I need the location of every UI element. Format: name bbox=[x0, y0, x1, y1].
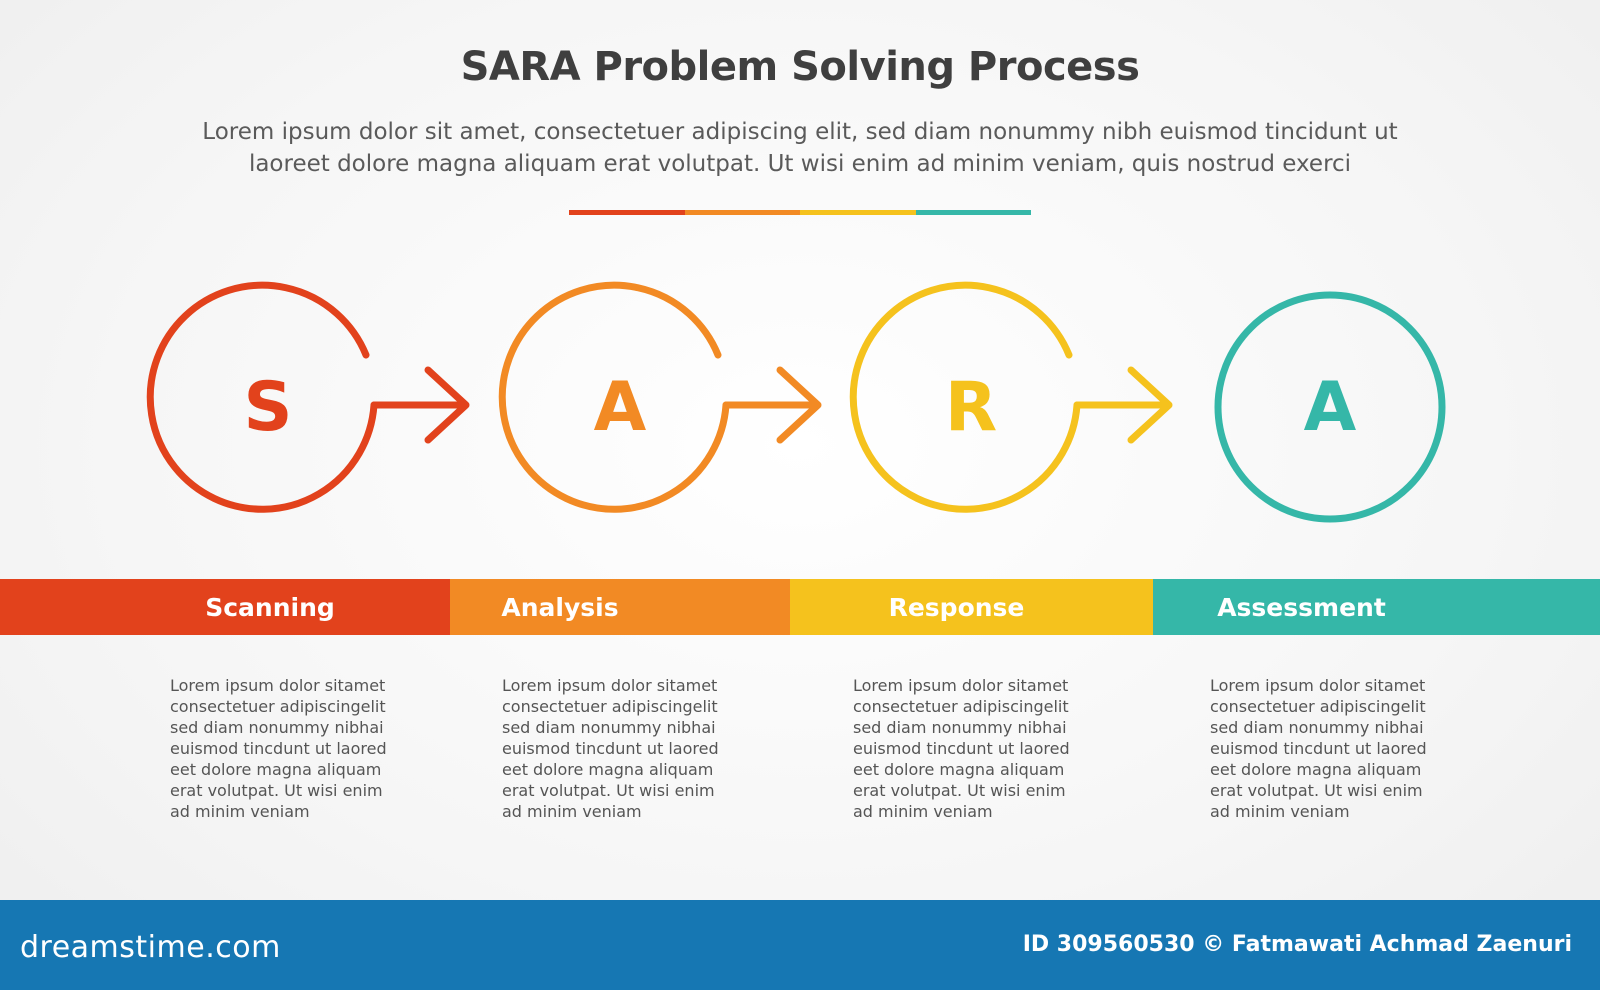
desc-line: consectetuer adipiscingelit bbox=[853, 697, 1069, 716]
band-label-scanning: Scanning bbox=[205, 592, 335, 622]
desc-line: ad minim veniam bbox=[853, 802, 993, 821]
desc-line: consectetuer adipiscingelit bbox=[1210, 697, 1426, 716]
step-2-circle bbox=[498, 281, 730, 513]
footer-logo: dreamstime.com bbox=[20, 930, 281, 965]
sara-cycle-diagram: S A R A bbox=[146, 281, 1446, 523]
divider-segment-red bbox=[569, 210, 685, 215]
step-4-description: Lorem ipsum dolor sitamet consectetuer a… bbox=[1210, 675, 1450, 822]
step-node-4: A bbox=[1214, 291, 1446, 523]
desc-line: ad minim veniam bbox=[170, 802, 310, 821]
band-segment-assessment: Assessment bbox=[1153, 579, 1600, 635]
color-divider bbox=[569, 210, 1031, 215]
desc-line: ad minim veniam bbox=[1210, 802, 1350, 821]
desc-line: consectetuer adipiscingelit bbox=[170, 697, 386, 716]
footer-credit: ID 309560530 © Fatmawati Achmad Zaenuri bbox=[1022, 932, 1572, 957]
band-label-analysis: Analysis bbox=[501, 592, 619, 622]
step-1-letter: S bbox=[244, 368, 293, 447]
desc-line: Lorem ipsum dolor sitamet bbox=[502, 676, 718, 695]
step-3-circle bbox=[849, 281, 1081, 513]
desc-line: Lorem ipsum dolor sitamet bbox=[170, 676, 386, 695]
step-label-band: Scanning Analysis Response Assessment bbox=[0, 579, 1600, 635]
step-2-arrow bbox=[722, 366, 822, 444]
step-2-description: Lorem ipsum dolor sitamet consectetuer a… bbox=[502, 675, 742, 822]
page-title: SARA Problem Solving Process bbox=[460, 44, 1140, 90]
band-segment-response: Response bbox=[790, 579, 1153, 635]
step-4-letter: A bbox=[1304, 368, 1357, 447]
desc-line: erat volutpat. Ut wisi enim bbox=[170, 781, 383, 800]
step-3-description: Lorem ipsum dolor sitamet consectetuer a… bbox=[853, 675, 1093, 822]
desc-line: erat volutpat. Ut wisi enim bbox=[502, 781, 715, 800]
desc-line: euismod tincdunt ut laored bbox=[170, 739, 387, 758]
subtitle-line-2: laoreet dolore magna aliquam erat volutp… bbox=[248, 151, 1352, 177]
desc-line: eet dolore magna aliquam bbox=[502, 760, 714, 779]
band-label-assessment: Assessment bbox=[1217, 592, 1386, 622]
desc-line: erat volutpat. Ut wisi enim bbox=[853, 781, 1066, 800]
step-1-circle bbox=[146, 281, 378, 513]
band-segment-analysis: Analysis bbox=[450, 579, 790, 635]
desc-line: ad minim veniam bbox=[502, 802, 642, 821]
band-label-response: Response bbox=[888, 592, 1025, 622]
step-1-description: Lorem ipsum dolor sitamet consectetuer a… bbox=[170, 675, 410, 822]
desc-line: Lorem ipsum dolor sitamet bbox=[853, 676, 1069, 695]
step-3-arrow bbox=[1073, 366, 1173, 444]
step-1-arrow bbox=[370, 366, 470, 444]
step-3-letter: R bbox=[945, 368, 997, 447]
footer-bar bbox=[0, 900, 1600, 990]
divider-segment-orange bbox=[684, 210, 800, 215]
step-node-1: S bbox=[146, 281, 470, 513]
step-node-3: R bbox=[849, 281, 1173, 513]
desc-line: sed diam nonummy nibhai bbox=[853, 718, 1067, 737]
band-segment-scanning: Scanning bbox=[0, 579, 450, 635]
desc-line: euismod tincdunt ut laored bbox=[1210, 739, 1427, 758]
divider-segment-teal bbox=[915, 210, 1031, 215]
desc-line: sed diam nonummy nibhai bbox=[170, 718, 384, 737]
desc-line: eet dolore magna aliquam bbox=[170, 760, 382, 779]
desc-line: euismod tincdunt ut laored bbox=[502, 739, 719, 758]
desc-line: erat volutpat. Ut wisi enim bbox=[1210, 781, 1423, 800]
step-4-circle bbox=[1214, 291, 1446, 523]
desc-line: consectetuer adipiscingelit bbox=[502, 697, 718, 716]
desc-line: Lorem ipsum dolor sitamet bbox=[1210, 676, 1426, 695]
step-2-letter: A bbox=[594, 368, 647, 447]
desc-line: sed diam nonummy nibhai bbox=[1210, 718, 1424, 737]
desc-line: eet dolore magna aliquam bbox=[853, 760, 1065, 779]
step-node-2: A bbox=[498, 281, 822, 513]
desc-line: euismod tincdunt ut laored bbox=[853, 739, 1070, 758]
desc-line: sed diam nonummy nibhai bbox=[502, 718, 716, 737]
subtitle-line-1: Lorem ipsum dolor sit amet, consectetuer… bbox=[202, 119, 1398, 145]
desc-line: eet dolore magna aliquam bbox=[1210, 760, 1422, 779]
divider-segment-yellow bbox=[800, 210, 916, 215]
page-subtitle: Lorem ipsum dolor sit amet, consectetuer… bbox=[120, 116, 1480, 180]
